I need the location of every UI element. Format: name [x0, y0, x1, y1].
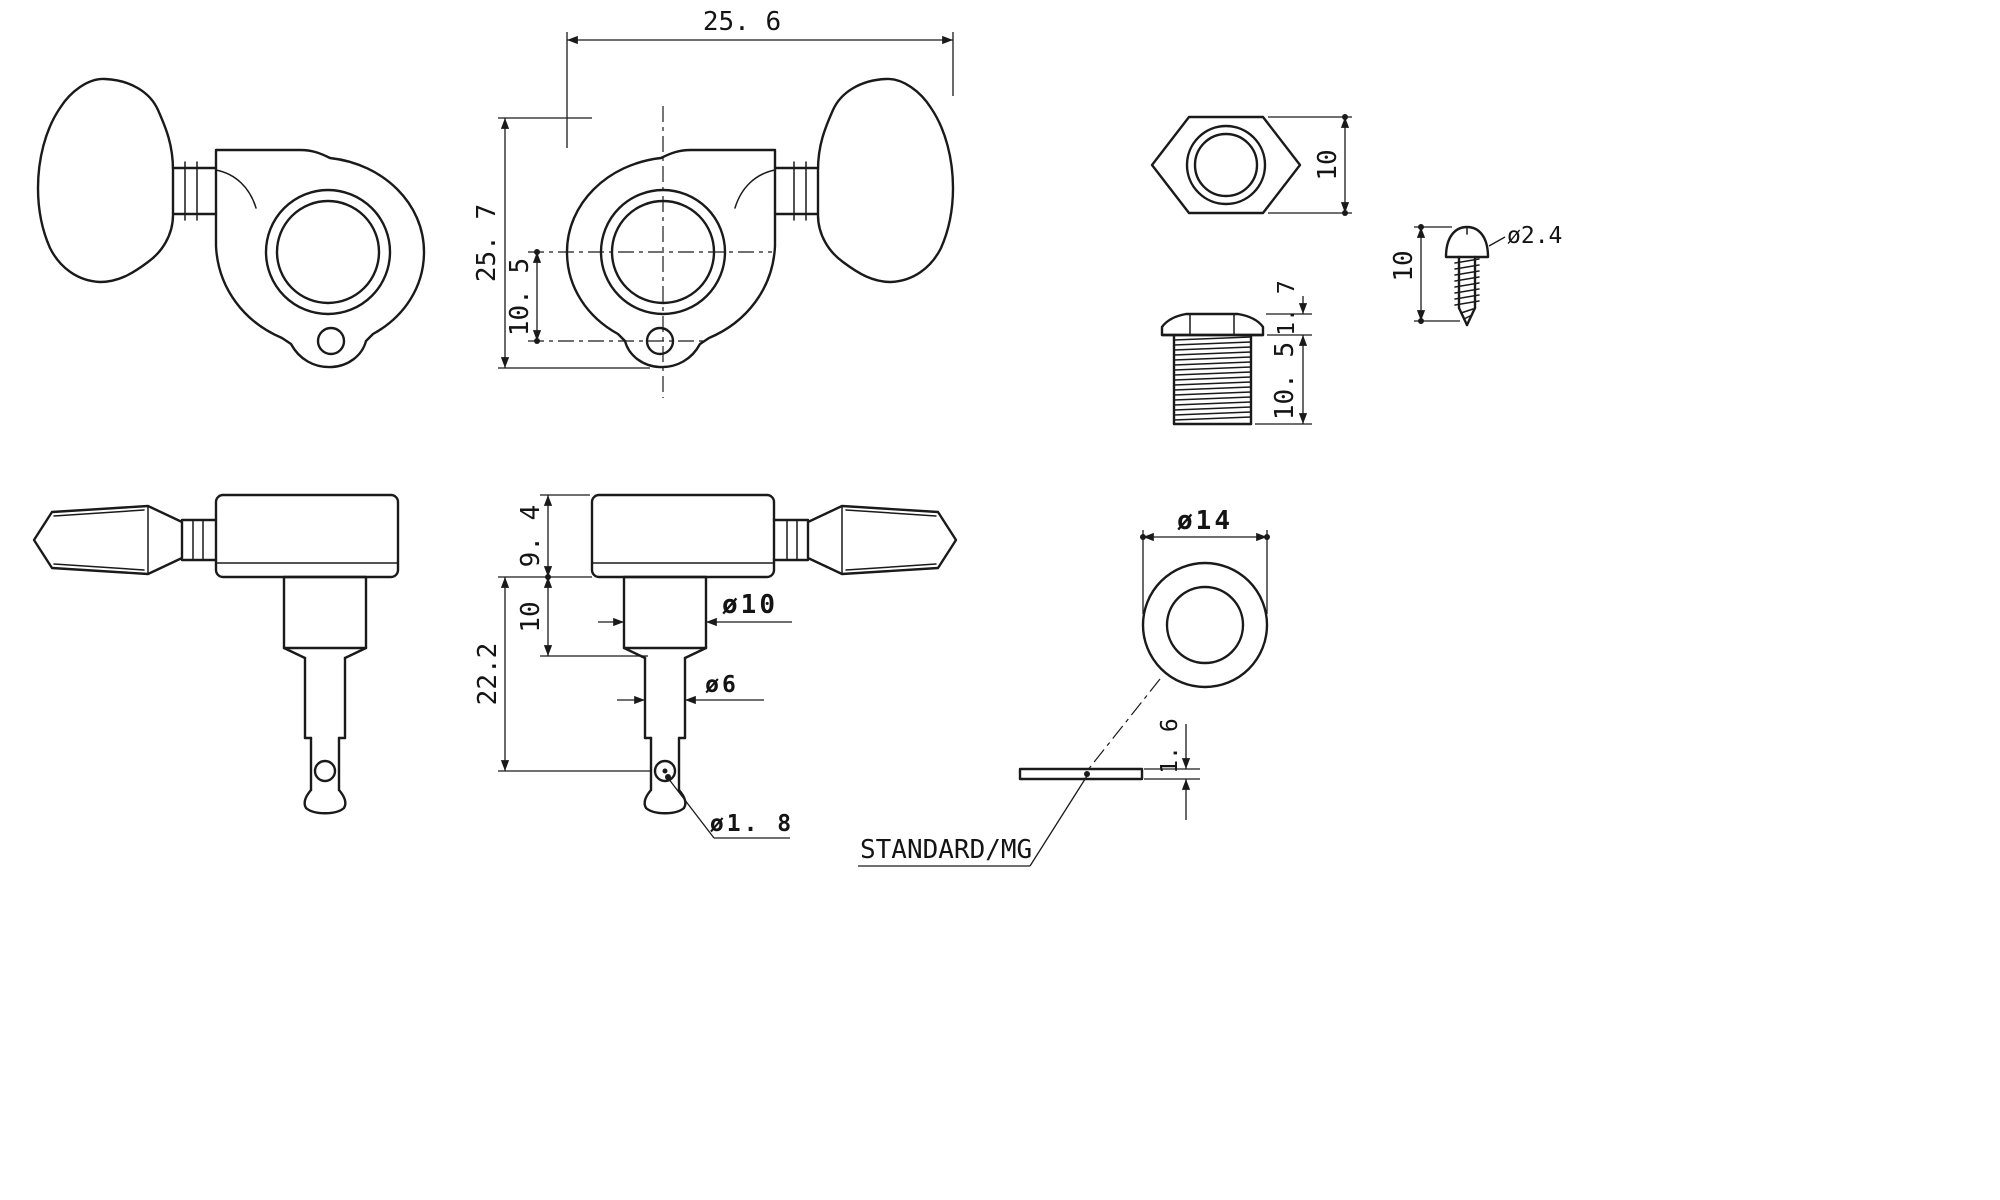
dims-bushing: 1. 7 10. 5	[1255, 280, 1312, 425]
bushing-threads	[1173, 336, 1252, 421]
housing-body	[590, 493, 776, 579]
gear-housing	[214, 148, 426, 369]
dim-washer-thickness: 1. 6	[1157, 718, 1183, 773]
tuner-button-side	[806, 504, 958, 576]
dim-nut-across-flats: 10	[1313, 149, 1343, 180]
bushing-flange	[1160, 312, 1265, 337]
dim-bushing-flange-height: 1. 7	[1274, 280, 1300, 335]
dim-overall-height: 22.2	[473, 643, 503, 706]
washer-inner	[1165, 585, 1245, 665]
dims-front-view: 9. 4 10 22.2 ø10 ø6 ø1. 8	[473, 494, 794, 839]
nut-hexagon	[1150, 115, 1302, 215]
dims-nut: 10	[1268, 114, 1352, 216]
view-bushing	[1160, 312, 1265, 426]
view-side-button-right	[565, 77, 955, 369]
nut-bore-inner	[1193, 132, 1259, 198]
housing-base	[282, 575, 368, 650]
view-front-button-right	[590, 493, 958, 815]
gear-cover-outer	[264, 188, 392, 316]
tuner-button-side	[32, 504, 184, 576]
washer-outer	[1141, 561, 1269, 689]
housing-body	[214, 493, 400, 579]
view-washer	[1018, 561, 1269, 781]
view-wood-screw	[1444, 225, 1490, 327]
dim-screw-head-diameter: ø2.4	[1507, 223, 1562, 249]
washer-type-label: STANDARD/MG	[860, 835, 1032, 865]
gear-cover-inner	[275, 199, 381, 305]
dim-center-to-hole: 10. 5	[505, 258, 535, 336]
view-front-button-left	[32, 493, 400, 815]
dim-button-height: 9. 4	[516, 505, 546, 568]
dim-string-hole-diameter: ø1. 8	[710, 811, 794, 837]
dims-screw: 10 ø2.4	[1389, 223, 1562, 324]
string-post-tip	[303, 788, 347, 815]
view-hex-nut-top	[1150, 115, 1302, 215]
dim-screw-length: 10	[1389, 250, 1419, 281]
string-hole	[653, 759, 677, 783]
dim-bushing-thread-length: 10. 5	[1270, 342, 1300, 420]
dim-washer-outer-diameter: ø14	[1177, 506, 1233, 536]
screw-threads	[1454, 258, 1480, 320]
nut-bore-outer	[1185, 124, 1267, 206]
mount-screw-hole	[316, 326, 346, 356]
string-hole	[313, 759, 337, 783]
dim-overall-width: 25. 6	[703, 7, 781, 37]
dim-housing-height: 10	[516, 601, 546, 632]
dim-shaft-diameter: ø6	[705, 672, 739, 698]
tuner-button	[36, 77, 175, 284]
tuner-button	[816, 77, 955, 284]
dim-overall-height: 25. 7	[472, 204, 502, 282]
housing-base	[622, 575, 708, 650]
washer-side-view	[1018, 767, 1144, 781]
dims-washer: ø14 1. 6 STANDARD/MG	[858, 506, 1270, 867]
gear-housing	[565, 148, 777, 369]
centerlines-top-view	[528, 106, 772, 398]
view-side-button-left	[36, 77, 426, 369]
dim-post-diameter: ø10	[722, 590, 778, 620]
dims-top-view: 25. 6 25. 7 10. 5	[472, 7, 954, 369]
